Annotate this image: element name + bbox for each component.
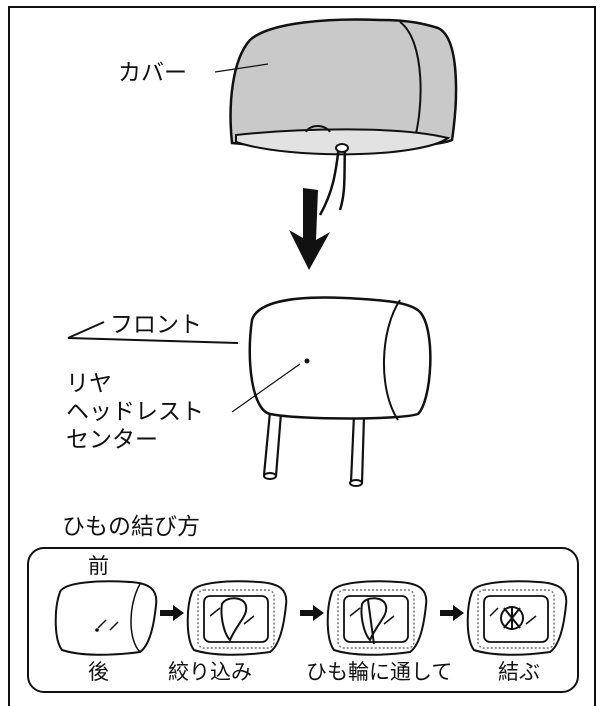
step-headrest-plain <box>54 580 158 656</box>
front-label: フロント <box>110 312 202 338</box>
headrest-label-line2: ヘッドレスト <box>66 399 204 425</box>
step-label-tie: 結ぶ <box>498 660 540 684</box>
cover-illustration <box>229 18 458 216</box>
step-arrow-icon <box>300 605 324 621</box>
step-tighten <box>186 580 288 656</box>
step-arrow-icon <box>440 605 464 621</box>
step-label-thread: ひも輪に通して <box>306 660 453 684</box>
rear-mark-label: 後 <box>88 660 109 684</box>
headrest-label-line3: センター <box>66 427 158 453</box>
down-arrow-icon <box>289 188 330 270</box>
center-leader <box>231 363 301 413</box>
headrest-label-line1: リヤ <box>66 371 112 397</box>
headrest-illustration <box>248 296 432 487</box>
step-thread-loop <box>326 580 428 656</box>
tying-method-title: ひもの結び方 <box>62 514 200 540</box>
step-label-tighten: 絞り込み <box>168 660 252 684</box>
front-pointer <box>67 321 239 344</box>
step-tie <box>466 580 568 656</box>
tying-panel <box>27 547 579 693</box>
cover-leader <box>214 63 269 73</box>
front-mark-label: 前 <box>88 554 109 578</box>
figure-frame <box>8 6 596 706</box>
cover-label: カバー <box>118 60 187 86</box>
step-arrow-icon <box>160 605 184 621</box>
